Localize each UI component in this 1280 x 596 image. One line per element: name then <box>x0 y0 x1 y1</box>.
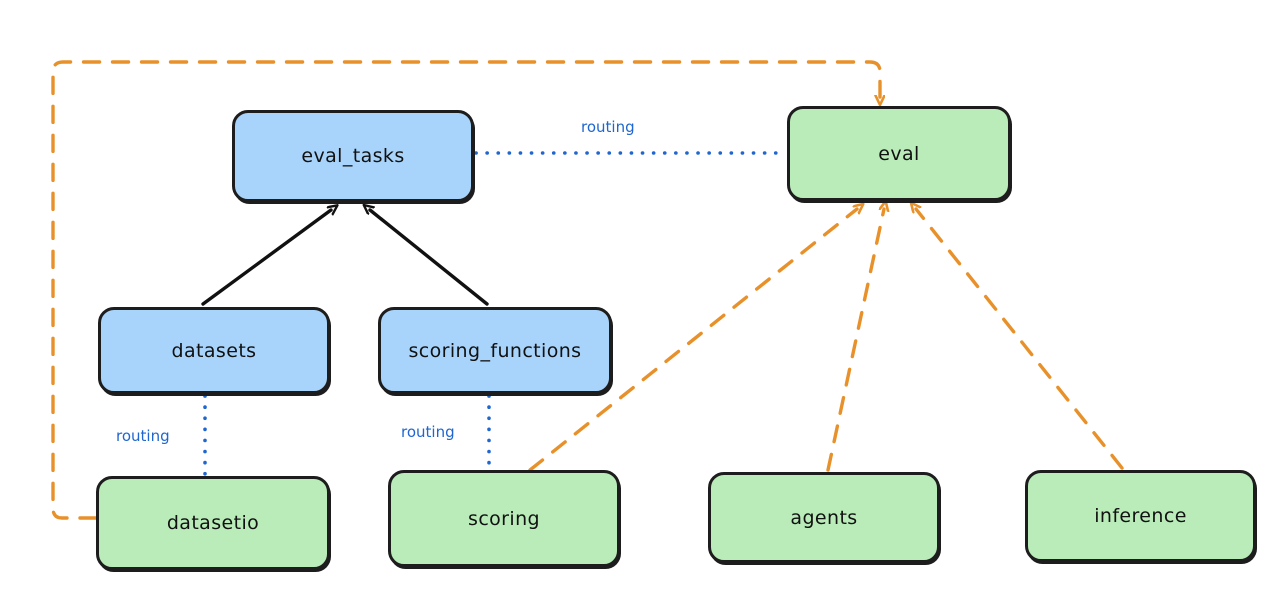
node-inference[interactable]: inference <box>1025 470 1256 562</box>
edge-label-routing-eval-tasks-eval: routing <box>578 118 638 136</box>
node-label-eval-tasks: eval_tasks <box>301 145 405 167</box>
node-label-scoring-functions: scoring_functions <box>408 339 582 362</box>
edge-datasets-to-eval_tasks <box>201 210 331 306</box>
edge-label-routing-scoring-functions-scoring: routing <box>398 423 458 441</box>
node-datasets[interactable]: datasets <box>98 307 330 394</box>
node-label-datasets: datasets <box>171 339 257 362</box>
node-eval-tasks[interactable]: eval_tasks <box>232 110 474 202</box>
node-label-datasetio: datasetio <box>166 512 260 534</box>
node-eval[interactable]: eval <box>787 106 1011 201</box>
edge-label-routing-datasets-datasetio: routing <box>113 427 173 445</box>
node-scoring-functions[interactable]: scoring_functions <box>378 307 612 394</box>
node-label-eval: eval <box>878 142 920 165</box>
node-scoring[interactable]: scoring <box>388 470 620 567</box>
node-label-inference: inference <box>1094 505 1187 527</box>
node-agents[interactable]: agents <box>708 472 940 563</box>
node-datasetio[interactable]: datasetio <box>96 476 330 570</box>
node-label-scoring: scoring <box>468 507 540 530</box>
edge-inference-to-eval <box>916 209 1124 470</box>
node-label-agents: agents <box>790 506 858 529</box>
edge-agents-to-eval <box>826 209 884 472</box>
edge-scoring_functions-to-eval_tasks <box>370 210 489 306</box>
